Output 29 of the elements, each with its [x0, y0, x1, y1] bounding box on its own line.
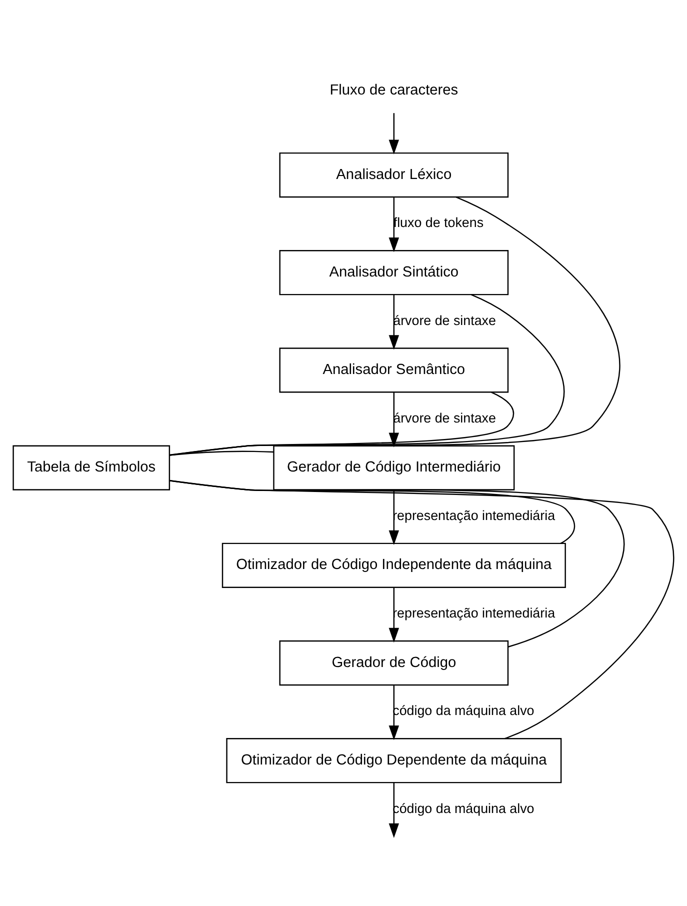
node-box: Tabela de Símbolos [12, 445, 170, 490]
connector [169, 480, 624, 648]
edge-label: representação intemediária [392, 508, 556, 524]
arrow [388, 782, 400, 838]
arrow [388, 392, 400, 448]
arrow [388, 294, 400, 350]
node-box: Analisador Semântico [279, 348, 509, 393]
connector [169, 294, 564, 456]
node-box: Analisador Léxico [279, 152, 509, 198]
arrow [388, 197, 400, 252]
node-box: Analisador Sintático [279, 250, 509, 296]
node-box: Otimizador de Código Independente da máquina [222, 542, 566, 588]
connector [169, 196, 620, 456]
connector [169, 392, 514, 456]
node-box: Otimizador de Código Dependente da máquina [226, 738, 562, 784]
node-box: Gerador de Código Intermediário [273, 445, 515, 490]
connector [169, 480, 576, 544]
arrow [388, 490, 400, 545]
edge-label: árvore de sintaxe [393, 312, 496, 328]
edge-label: árvore de sintaxe [393, 410, 496, 426]
connector [170, 450, 274, 456]
edge-label: fluxo de tokens [393, 215, 484, 230]
node-box: Gerador de Código [279, 640, 509, 686]
arrow [388, 588, 400, 643]
connector [169, 480, 674, 740]
arrow [388, 685, 400, 740]
node-text: Fluxo de caracteres [330, 82, 458, 99]
edge-label: representação intemediária [392, 606, 556, 621]
arrow [388, 113, 400, 154]
